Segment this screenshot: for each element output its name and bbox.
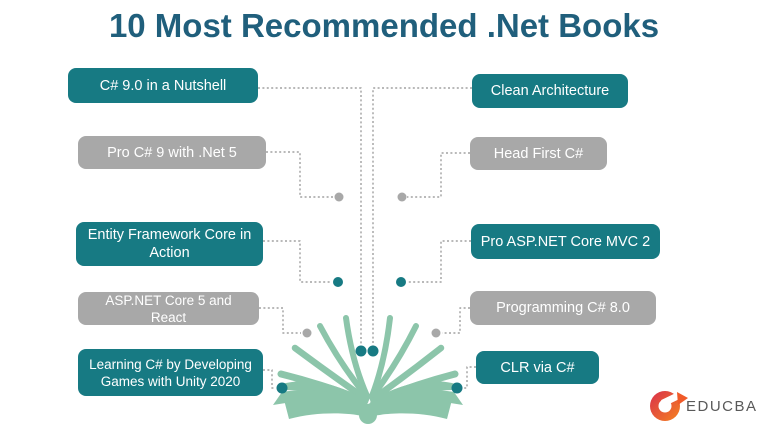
book-box-pro-aspnet-core-mvc2: Pro ASP.NET Core MVC 2: [471, 224, 660, 259]
book-box-clr-via-csharp: CLR via C#: [476, 351, 599, 384]
book-box-learning-csharp-unity: Learning C# by Developing Games with Uni…: [78, 349, 263, 396]
educba-logo-icon: [650, 390, 688, 421]
connector-lines: [258, 87, 476, 389]
educba-logo-text: EDUCBA: [686, 398, 758, 415]
book-box-pro-csharp9-net5: Pro C# 9 with .Net 5: [78, 136, 266, 169]
page-title: 10 Most Recommended .Net Books: [108, 7, 660, 44]
educba-logo: EDUCBA: [650, 390, 758, 421]
book-box-clean-architecture: Clean Architecture: [472, 74, 628, 108]
open-book-illustration: [273, 315, 463, 424]
book-box-programming-csharp80: Programming C# 8.0: [470, 291, 656, 325]
book-box-csharp9-nutshell: C# 9.0 in a Nutshell: [68, 68, 258, 103]
connector-dots: [276, 192, 463, 394]
book-box-head-first-csharp: Head First C#: [470, 137, 607, 170]
book-box-aspnet-core5-react: ASP.NET Core 5 and React: [78, 292, 259, 325]
book-box-entity-framework-core: Entity Framework Core in Action: [76, 222, 263, 266]
